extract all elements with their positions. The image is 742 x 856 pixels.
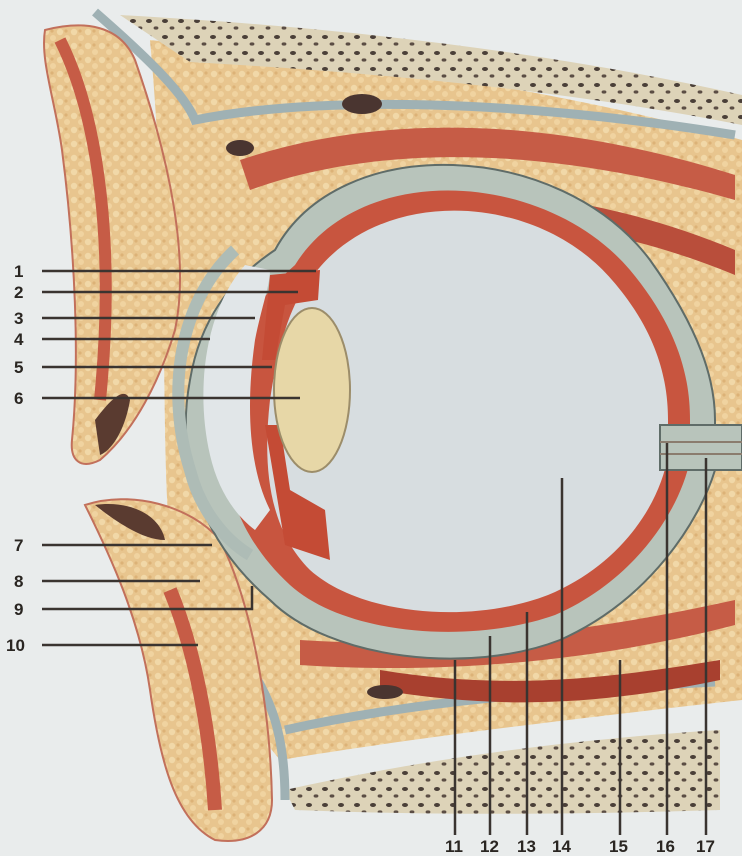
label-8: 8 xyxy=(14,572,23,591)
label-13: 13 xyxy=(517,837,536,856)
label-3: 3 xyxy=(14,309,23,328)
label-17: 17 xyxy=(696,837,715,856)
vessel-upper-2 xyxy=(226,140,254,156)
label-5: 5 xyxy=(14,358,23,377)
label-10: 10 xyxy=(6,636,25,655)
label-9: 9 xyxy=(14,600,23,619)
label-6: 6 xyxy=(14,389,23,408)
label-15: 15 xyxy=(609,837,628,856)
label-12: 12 xyxy=(480,837,499,856)
label-7: 7 xyxy=(14,536,23,555)
label-11: 11 xyxy=(445,837,463,856)
label-14: 14 xyxy=(552,837,571,856)
label-4: 4 xyxy=(14,330,24,349)
label-1: 1 xyxy=(14,262,23,281)
label-16: 16 xyxy=(656,837,675,856)
lens xyxy=(274,308,350,472)
label-2: 2 xyxy=(14,283,23,302)
vessel-lower xyxy=(367,685,403,699)
vessel-upper-1 xyxy=(342,94,382,114)
optic-nerve xyxy=(660,425,742,470)
